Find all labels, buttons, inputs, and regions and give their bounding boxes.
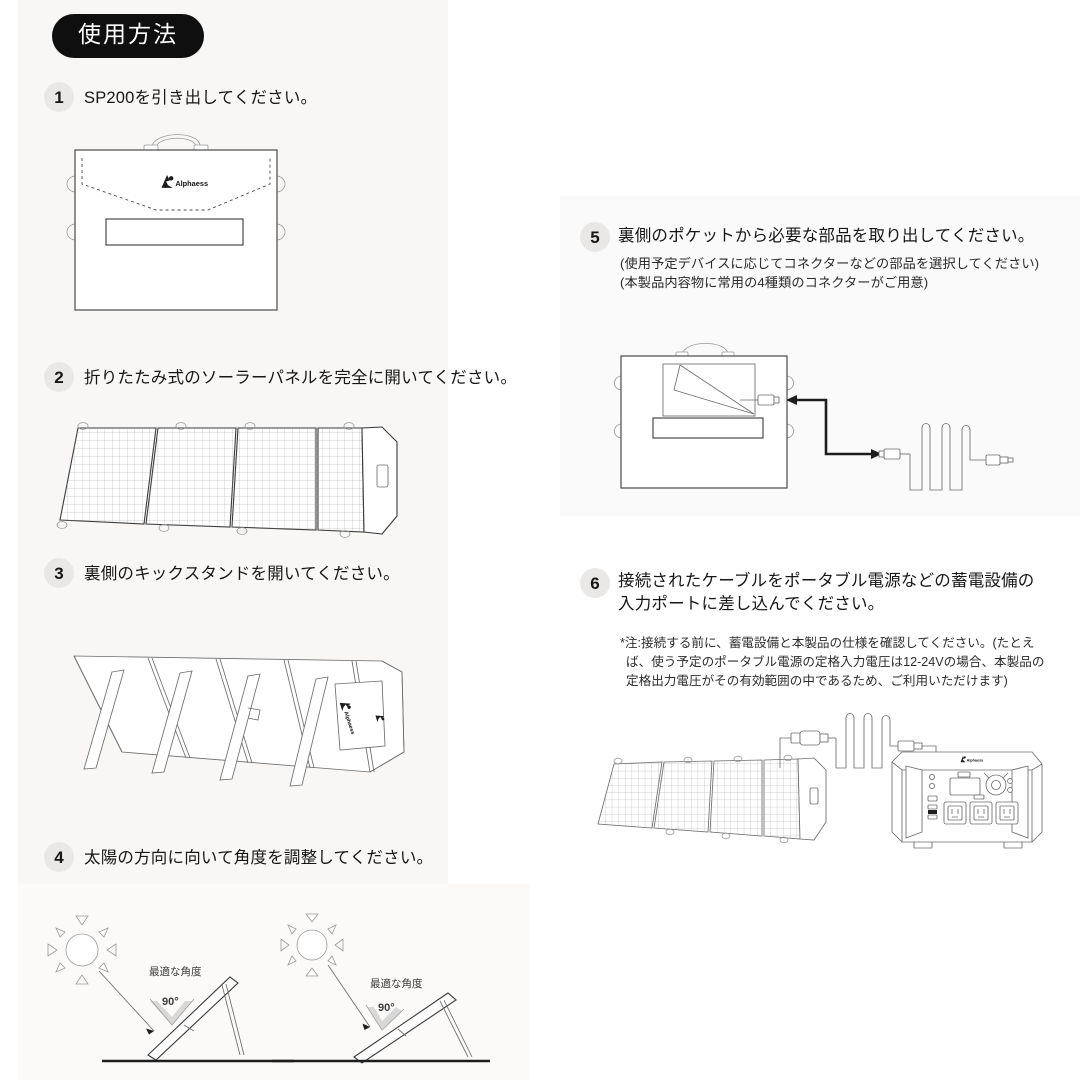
- step-note-5-2: (本製品内容物に常用の4種類のコネクターがご用意): [620, 275, 929, 291]
- step-badge-4: 4: [44, 842, 74, 872]
- step-title-6: 接続されたケーブルをポータブル電源などの蓄電設備の入力ポートに差し込んでください…: [618, 572, 1035, 614]
- sun-icon: [280, 913, 344, 977]
- illustration-panel-to-power-station: Alphaess: [592, 706, 1062, 876]
- illustration-sun-angle-left: 最適な角度 90°: [44, 905, 294, 1075]
- sun-icon: [47, 915, 117, 985]
- illustration-bag-pocket-cable: [608, 338, 1048, 508]
- portable-power-station: Alphaess: [891, 751, 1043, 849]
- illustration-unfolded-panel: [52, 408, 542, 548]
- step-title-5: 裏側のポケットから必要な部品を取り出してください。: [618, 227, 1035, 245]
- angle-label-left-text: 最適な角度: [149, 965, 202, 978]
- step-title-4: 太陽の方向に向いて角度を調整してください。: [84, 849, 434, 867]
- illustration-sun-angle-right: 最適な角度 90°: [272, 905, 532, 1075]
- angle-value-right-text: 90°: [378, 1002, 395, 1014]
- left-lower-background: [18, 884, 530, 1080]
- step-title-2: 折りたたみ式のソーラーパネルを完全に開いてください。: [84, 369, 518, 387]
- step-title-1: SP200を引き出してください。: [84, 89, 318, 107]
- illustration-kickstand-rear: Alphaess: [52, 632, 542, 792]
- step-note-6: *注:接続する前に、蓄電設備と本製品の仕様を確認してください。(たとえば、使う予…: [620, 636, 1045, 688]
- step-badge-6: 6: [580, 568, 610, 598]
- step-badge-3: 3: [44, 558, 74, 588]
- step-notes-5: (使用予定デバイスに応じてコネクターなどの部品を選択してください) (本製品内容…: [620, 254, 1039, 292]
- angle-label-right-text: 最適な角度: [370, 977, 423, 990]
- svg-text:Alphaess: Alphaess: [967, 758, 984, 762]
- step-badge-2: 2: [44, 362, 74, 392]
- step-badge-5: 5: [580, 222, 610, 252]
- page-title-badge: 使用方法: [52, 14, 204, 58]
- step-note-5-1: (使用予定デバイスに応じてコネクターなどの部品を選択してください): [620, 256, 1040, 271]
- step-title-3: 裏側のキックスタンドを開いてください。: [84, 565, 400, 583]
- step-badge-1: 1: [44, 82, 74, 112]
- illustration-folded-panel-bag: Alphaess: [60, 128, 360, 323]
- angle-value-left-text: 90°: [162, 996, 179, 1008]
- svg-text:Alphaess: Alphaess: [175, 179, 208, 188]
